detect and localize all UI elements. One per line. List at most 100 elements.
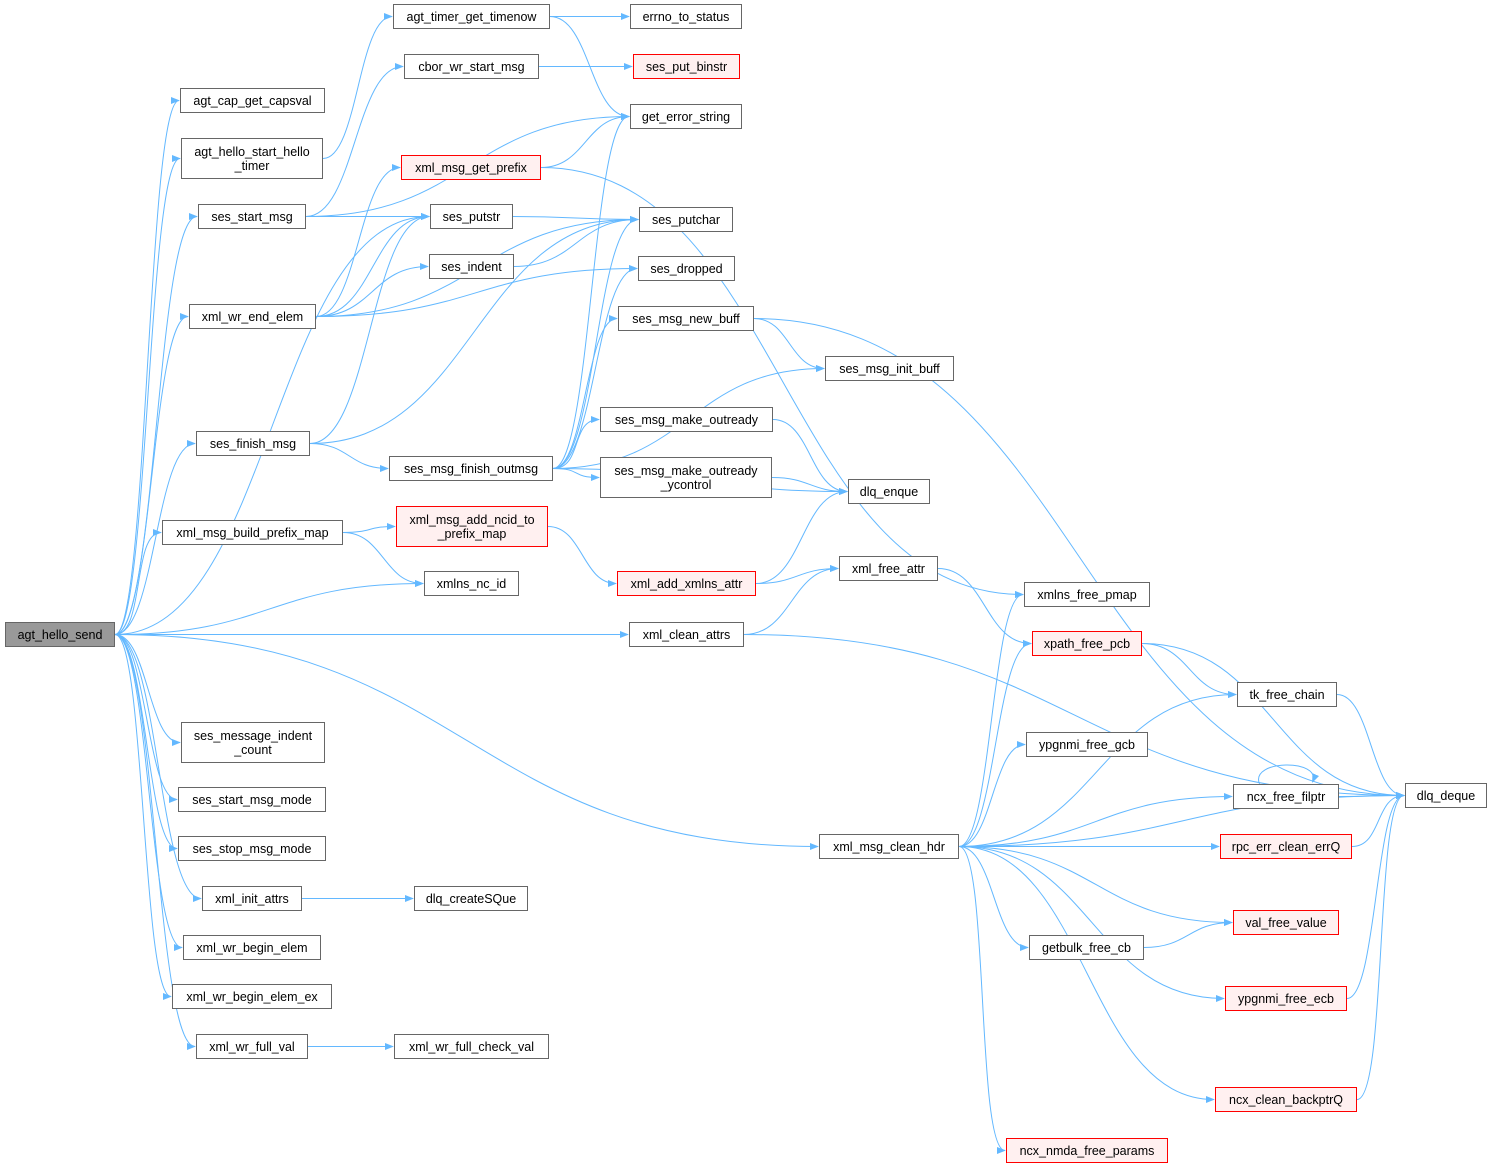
graph-node-xml-init-attrs[interactable]: xml_init_attrs — [202, 886, 302, 911]
graph-node-ses-put-binstr[interactable]: ses_put_binstr — [633, 54, 740, 79]
graph-node-ses-msg-init-buff[interactable]: ses_msg_init_buff — [825, 356, 954, 381]
edge-xml-msg-add-ncid-to-prefix-map-to-xml-add-xmlns-attr — [547, 526, 617, 588]
graph-node-ypgnmi-free-ecb[interactable]: ypgnmi_free_ecb — [1225, 986, 1347, 1011]
graph-node-val-free-value[interactable]: val_free_value — [1233, 910, 1339, 935]
edge-ses-msg-finish-outmsg-to-ses-dropped — [552, 264, 638, 469]
graph-node-xml-msg-get-prefix[interactable]: xml_msg_get_prefix — [401, 155, 541, 180]
edge-tk-free-chain-to-dlq-deque — [1336, 694, 1405, 800]
graph-node-ncx-nmda-free-params[interactable]: ncx_nmda_free_params — [1006, 1138, 1168, 1163]
graph-node-ncx-clean-backptrQ[interactable]: ncx_clean_backptrQ — [1215, 1087, 1357, 1112]
graph-node-ses-finish-msg[interactable]: ses_finish_msg — [196, 431, 310, 456]
edge-agt-hello-start-hello-timer-to-agt-timer-get-timenow — [322, 12, 393, 159]
graph-node-ncx-free-filptr[interactable]: ncx_free_filptr — [1233, 784, 1339, 809]
graph-node-xml-wr-begin-elem-ex[interactable]: xml_wr_begin_elem_ex — [172, 984, 332, 1009]
graph-node-xml-wr-full-check-val[interactable]: xml_wr_full_check_val — [394, 1034, 549, 1059]
graph-node-cbor-wr-start-msg[interactable]: cbor_wr_start_msg — [404, 54, 539, 79]
edge-xml-msg-clean-hdr-to-xmlns-free-pmap — [958, 590, 1024, 847]
graph-node-ses-dropped[interactable]: ses_dropped — [638, 256, 735, 281]
edge-rpc-err-clean-errQ-to-dlq-deque — [1351, 791, 1405, 847]
edge-agt-hello-send-to-xml-wr-full-val — [114, 634, 196, 1051]
graph-node-ses-start-msg-mode[interactable]: ses_start_msg_mode — [178, 787, 326, 812]
edge-agt-hello-send-to-xml-msg-build-prefix-map — [114, 528, 162, 635]
graph-node-xpath-free-pcb[interactable]: xpath_free_pcb — [1032, 631, 1142, 656]
graph-node-agt-timer-get-timenow[interactable]: agt_timer_get_timenow — [393, 4, 550, 29]
edge-agt-hello-send-to-agt-hello-start-hello-timer — [114, 155, 181, 635]
graph-node-agt-cap-get-capsval[interactable]: agt_cap_get_capsval — [180, 88, 325, 113]
graph-node-tk-free-chain[interactable]: tk_free_chain — [1237, 682, 1337, 707]
graph-node-xmlns-nc-id[interactable]: xmlns_nc_id — [424, 571, 519, 596]
edge-xml-clean-attrs-to-xml-free-attr — [743, 564, 839, 635]
graph-node-xml-wr-begin-elem[interactable]: xml_wr_begin_elem — [183, 935, 321, 960]
graph-node-xml-wr-full-val[interactable]: xml_wr_full_val — [196, 1034, 308, 1059]
edge-xml-free-attr-to-xpath-free-pcb — [937, 568, 1032, 648]
graph-node-xml-free-attr[interactable]: xml_free_attr — [839, 556, 938, 581]
edge-ncx-clean-backptrQ-to-dlq-deque — [1356, 791, 1405, 1100]
edge-xml-wr-end-elem-to-ses-indent — [315, 262, 429, 317]
graph-node-ses-msg-new-buff[interactable]: ses_msg_new_buff — [618, 306, 754, 331]
graph-node-agt-hello-start-hello-timer[interactable]: agt_hello_start_hello _timer — [181, 138, 323, 179]
graph-node-agt-hello-send[interactable]: agt_hello_send — [5, 622, 115, 647]
edge-xml-msg-build-prefix-map-to-xmlns-nc-id — [342, 532, 424, 588]
edge-xml-msg-build-prefix-map-to-xml-msg-add-ncid-to-prefix-map — [342, 522, 396, 533]
edge-xml-add-xmlns-attr-to-dlq-enque — [755, 487, 848, 584]
edge-agt-hello-send-to-xml-wr-begin-elem — [114, 634, 183, 952]
graph-node-ses-putchar[interactable]: ses_putchar — [639, 207, 733, 232]
edge-agt-hello-send-to-xml-init-attrs — [114, 634, 202, 903]
graph-node-dlq-createSQue[interactable]: dlq_createSQue — [414, 886, 528, 911]
graph-node-ses-stop-msg-mode[interactable]: ses_stop_msg_mode — [178, 836, 326, 861]
graph-node-ses-msg-finish-outmsg[interactable]: ses_msg_finish_outmsg — [389, 456, 553, 481]
edge-agt-hello-send-to-xml-wr-end-elem — [114, 312, 189, 635]
edge-ses-indent-to-ses-putchar — [513, 215, 639, 267]
graph-node-xml-add-xmlns-attr[interactable]: xml_add_xmlns_attr — [617, 571, 756, 596]
edge-xpath-free-pcb-to-tk-free-chain — [1141, 643, 1237, 699]
edge-ses-msg-finish-outmsg-to-ses-msg-make-outready-ycontrol — [552, 468, 600, 482]
graph-node-get-error-string[interactable]: get_error_string — [630, 104, 742, 129]
edge-xml-msg-get-prefix-to-xmlns-free-pmap — [540, 167, 1024, 599]
edge-agt-hello-send-to-ses-start-msg — [114, 212, 198, 635]
edge-ses-putstr-to-ses-putchar — [512, 215, 639, 224]
edge-xml-msg-clean-hdr-to-getbulk-free-cb — [958, 846, 1029, 952]
edge-xml-msg-clean-hdr-to-ypgnmi-free-gcb — [958, 740, 1026, 847]
edge-xml-wr-end-elem-to-ses-putstr — [315, 212, 430, 317]
graph-node-dlq-deque[interactable]: dlq_deque — [1405, 783, 1487, 808]
edge-agt-hello-send-to-xml-msg-clean-hdr — [114, 634, 819, 851]
edge-xml-msg-get-prefix-to-get-error-string — [540, 112, 630, 168]
graph-node-xml-msg-add-ncid-to-prefix-map[interactable]: xml_msg_add_ncid_to _prefix_map — [396, 506, 548, 547]
edge-xml-clean-attrs-to-dlq-deque — [743, 634, 1405, 800]
edge-xml-msg-clean-hdr-to-xpath-free-pcb — [958, 639, 1032, 847]
edge-ses-finish-msg-to-ses-putstr — [309, 212, 430, 444]
edge-ses-msg-finish-outmsg-to-ses-msg-make-outready — [552, 415, 600, 469]
graph-node-dlq-enque[interactable]: dlq_enque — [848, 479, 930, 504]
edge-xml-msg-clean-hdr-to-ncx-clean-backptrQ — [958, 846, 1215, 1104]
graph-node-xml-msg-clean-hdr[interactable]: xml_msg_clean_hdr — [819, 834, 959, 859]
edge-xml-add-xmlns-attr-to-xml-free-attr — [755, 564, 839, 584]
edge-agt-hello-send-to-xml-wr-begin-elem-ex — [114, 634, 172, 1000]
edge-agt-hello-send-to-ses-putstr — [114, 212, 430, 635]
edge-ses-finish-msg-to-ses-msg-finish-outmsg — [309, 443, 389, 473]
graph-node-ses-msg-make-outready-ycontrol[interactable]: ses_msg_make_outready _ycontrol — [600, 457, 772, 498]
edge-ncx-free-filptr-to-ncx-free-filptr — [1258, 764, 1320, 785]
graph-node-ses-start-msg[interactable]: ses_start_msg — [198, 204, 306, 229]
graph-node-xml-wr-end-elem[interactable]: xml_wr_end_elem — [189, 304, 316, 329]
graph-node-xml-clean-attrs[interactable]: xml_clean_attrs — [629, 622, 744, 647]
graph-node-getbulk-free-cb[interactable]: getbulk_free_cb — [1029, 935, 1144, 960]
edge-xml-msg-clean-hdr-to-ypgnmi-free-ecb — [958, 846, 1225, 1003]
graph-node-xmlns-free-pmap[interactable]: xmlns_free_pmap — [1024, 582, 1150, 607]
graph-node-ses-indent[interactable]: ses_indent — [429, 254, 514, 279]
graph-node-xml-msg-build-prefix-map[interactable]: xml_msg_build_prefix_map — [162, 520, 343, 545]
graph-node-errno-to-status[interactable]: errno_to_status — [630, 4, 742, 29]
graph-node-ses-putstr[interactable]: ses_putstr — [430, 204, 513, 229]
edge-ses-finish-msg-to-ses-putchar — [309, 215, 639, 444]
edge-getbulk-free-cb-to-val-free-value — [1143, 918, 1233, 948]
graph-node-rpc-err-clean-errQ[interactable]: rpc_err_clean_errQ — [1220, 834, 1352, 859]
graph-node-ses-message-indent-count[interactable]: ses_message_indent _count — [181, 722, 325, 763]
graph-node-ses-msg-make-outready[interactable]: ses_msg_make_outready — [600, 407, 773, 432]
edge-xml-wr-end-elem-to-xml-msg-get-prefix — [315, 163, 401, 317]
edge-xpath-free-pcb-to-dlq-deque — [1141, 643, 1405, 800]
edge-agt-hello-send-to-ses-message-indent-count — [114, 634, 181, 747]
edge-agt-hello-send-to-ses-stop-msg-mode — [114, 634, 178, 853]
edge-xml-msg-clean-hdr-to-ncx-free-filptr — [958, 792, 1233, 847]
edge-ses-msg-new-buff-to-dlq-deque — [753, 318, 1405, 800]
graph-node-ypgnmi-free-gcb[interactable]: ypgnmi_free_gcb — [1026, 732, 1148, 757]
edge-ses-msg-finish-outmsg-to-ses-msg-new-buff — [552, 314, 618, 469]
